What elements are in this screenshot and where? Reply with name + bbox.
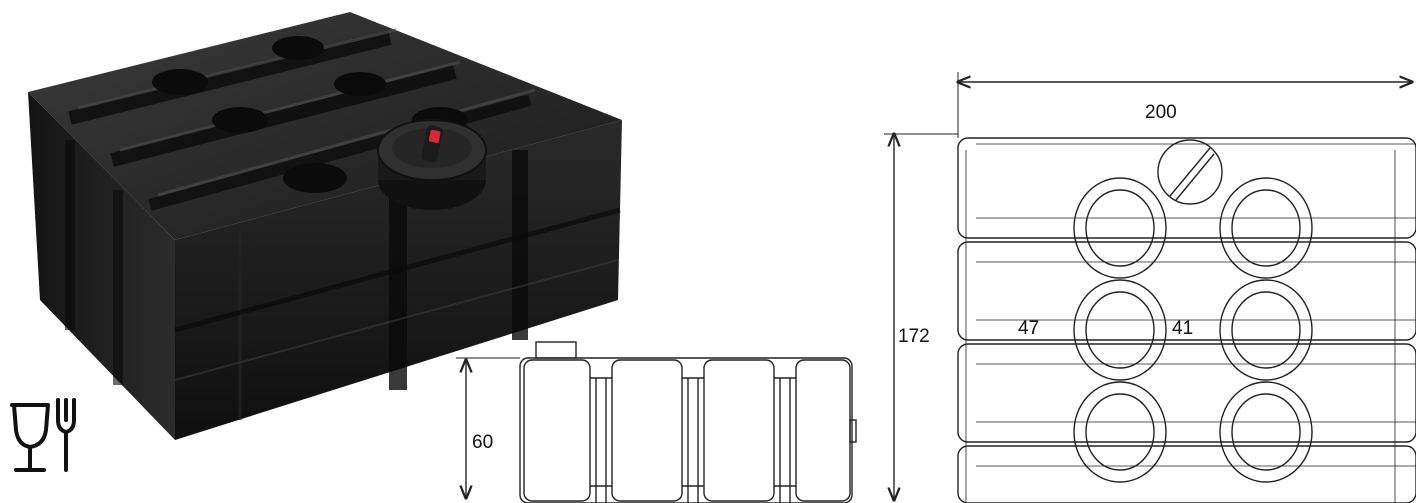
top-view-drawing <box>884 72 1416 503</box>
side-view-drawing <box>456 341 857 503</box>
top-width-label: 200 <box>1145 102 1177 123</box>
side-height-label: 60 <box>472 432 493 453</box>
spacing-mid-label: 41 <box>1172 318 1193 339</box>
cap-red-tab <box>428 129 441 143</box>
tank-photo <box>28 12 622 440</box>
glass-fork-icon <box>10 398 76 472</box>
spacing-left-label: 47 <box>1018 318 1039 339</box>
top-height-label: 172 <box>898 326 930 347</box>
